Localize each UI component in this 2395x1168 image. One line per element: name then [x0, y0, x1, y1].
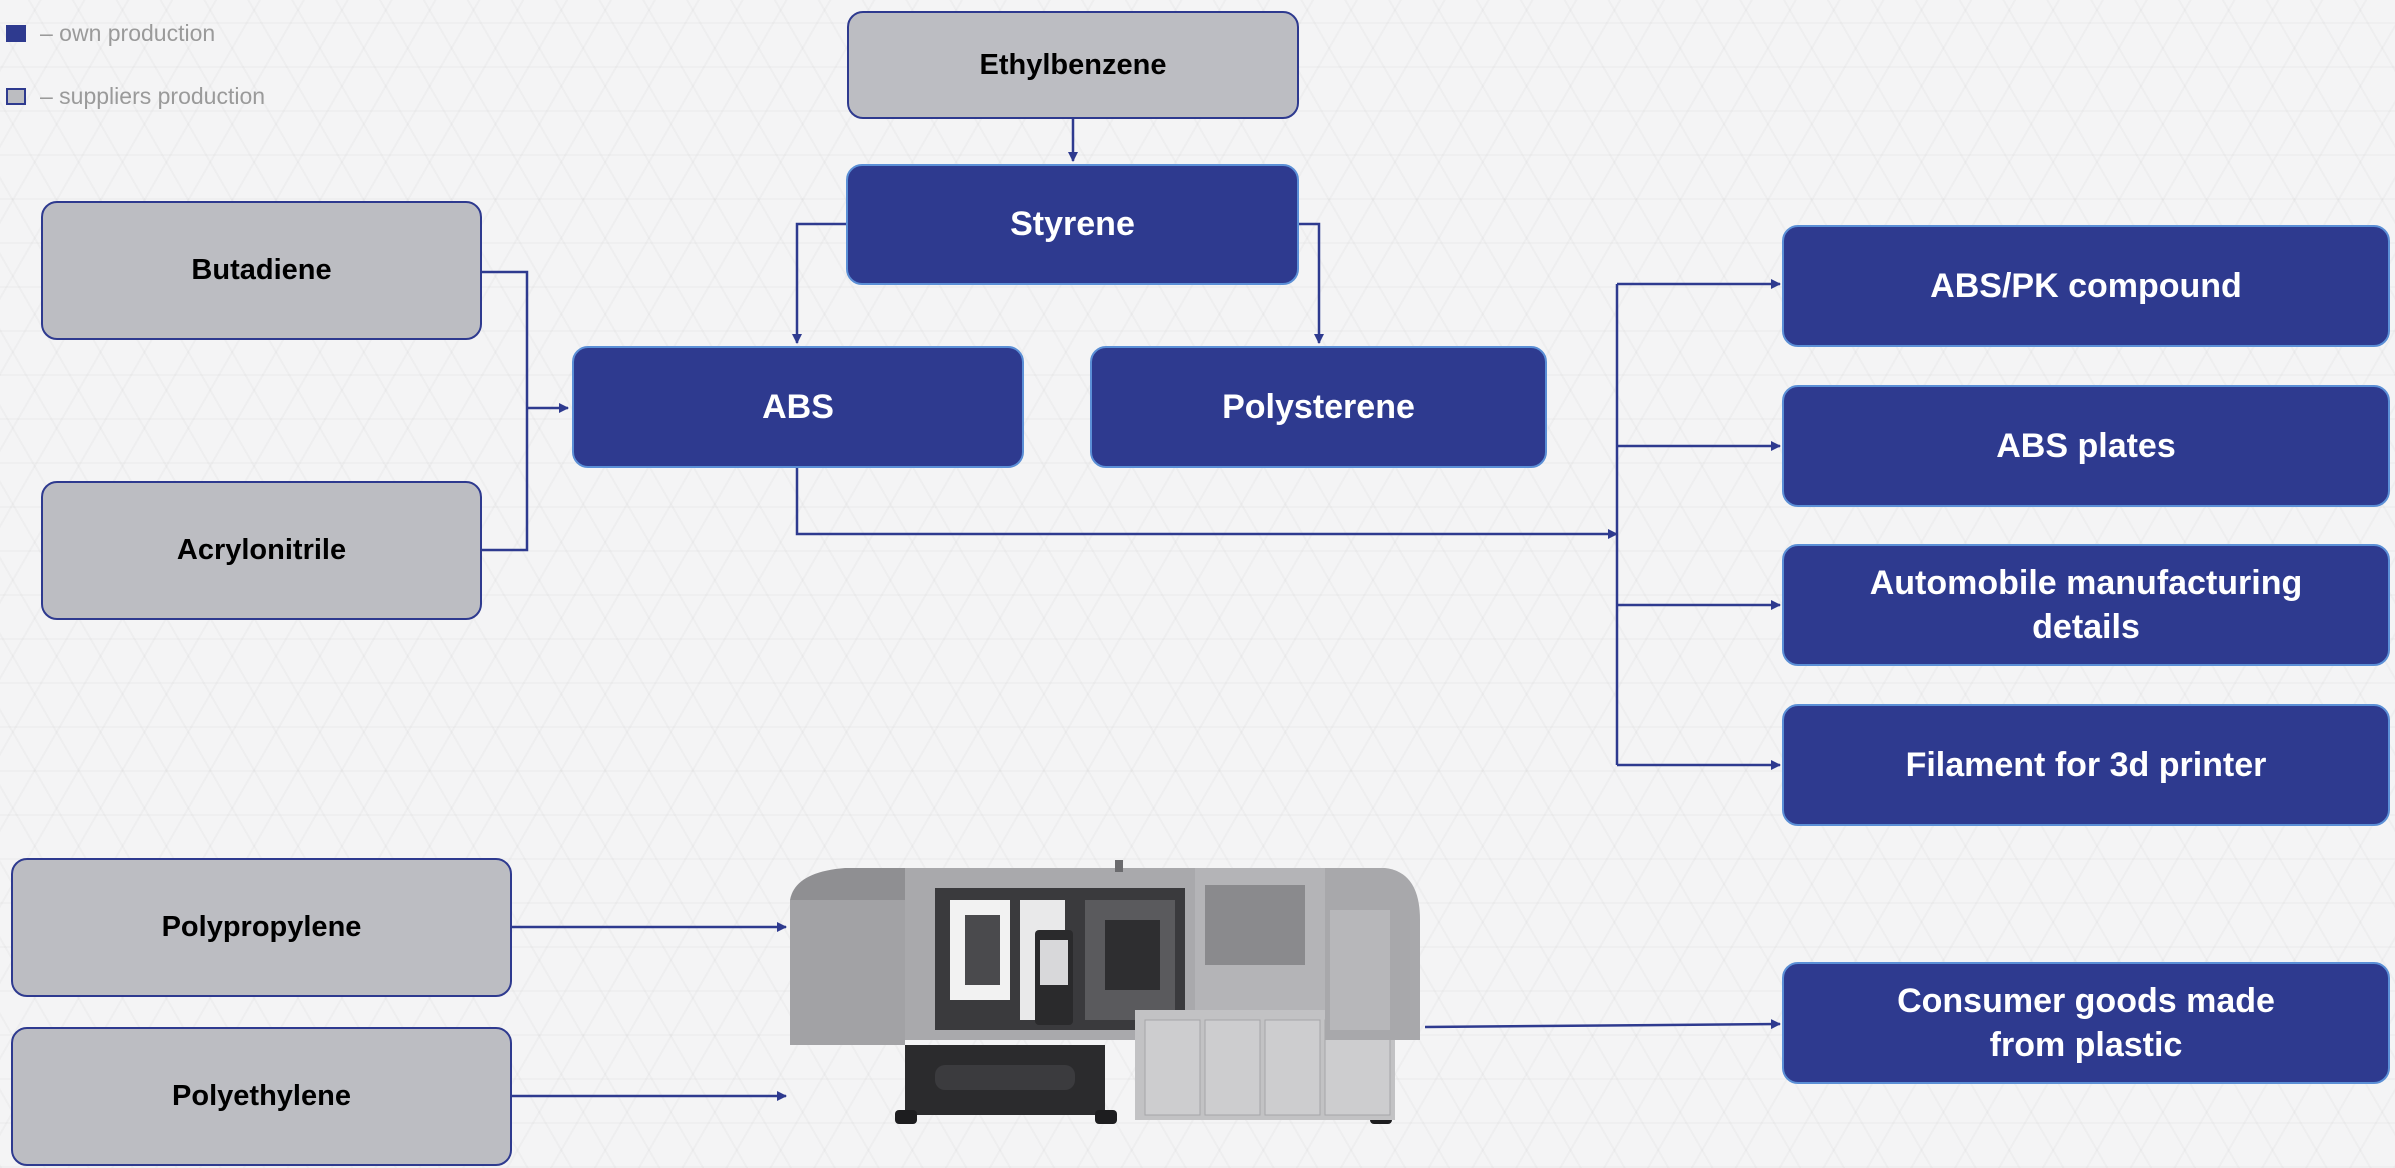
legend-suppliers: – suppliers production — [6, 83, 265, 110]
node-label: Filament for 3d printer — [1905, 745, 2267, 784]
node-label: Consumer goods made from plastic — [1897, 981, 2275, 1064]
legend-own-label: – own production — [40, 20, 216, 46]
node-filament: Filament for 3d printer — [1782, 704, 2390, 826]
arrow-styrene-abs — [792, 222, 846, 344]
node-consumer-goods: Consumer goods made from plastic — [1782, 962, 2390, 1084]
suppliers-production-swatch — [6, 88, 26, 105]
node-label: Polypropylene — [161, 911, 362, 943]
node-label: Butadiene — [191, 254, 332, 286]
node-label: Acrylonitrile — [176, 534, 347, 566]
node-polysterene: Polysterene — [1090, 346, 1547, 468]
node-label: Styrene — [1010, 205, 1135, 244]
node-label: ABS — [762, 387, 834, 426]
own-production-swatch — [6, 25, 26, 42]
node-acrylonitrile: Acrylonitrile — [41, 481, 482, 620]
arrow-machine-consumer — [1424, 1019, 1781, 1030]
legend-suppliers-label: – suppliers production — [40, 83, 266, 109]
node-automobile-details: Automobile manufacturing details — [1782, 544, 2390, 666]
node-label: ABS/PK compound — [1930, 266, 2242, 305]
node-abs: ABS — [572, 346, 1024, 468]
node-abs-plates: ABS plates — [1782, 385, 2390, 507]
injection-molding-machine-icon — [790, 860, 1420, 1124]
legend-own: – own production — [6, 20, 215, 47]
node-label: Polyethylene — [172, 1080, 351, 1112]
node-label: ABS plates — [1996, 426, 2176, 465]
node-ethylbenzene: Ethylbenzene — [847, 11, 1299, 119]
node-label: Automobile manufacturing details — [1869, 563, 2303, 646]
arrow-styrene-polysterene — [1299, 222, 1324, 344]
node-polyethylene: Polyethylene — [11, 1027, 512, 1166]
node-label: Polysterene — [1222, 387, 1415, 426]
arrow-abs-products — [795, 468, 1618, 539]
node-abs-pk-compound: ABS/PK compound — [1782, 225, 2390, 347]
node-styrene: Styrene — [846, 164, 1299, 285]
node-polypropylene: Polypropylene — [11, 858, 512, 997]
node-label: Ethylbenzene — [979, 48, 1167, 81]
node-butadiene: Butadiene — [41, 201, 482, 340]
line-butadiene — [482, 270, 529, 552]
